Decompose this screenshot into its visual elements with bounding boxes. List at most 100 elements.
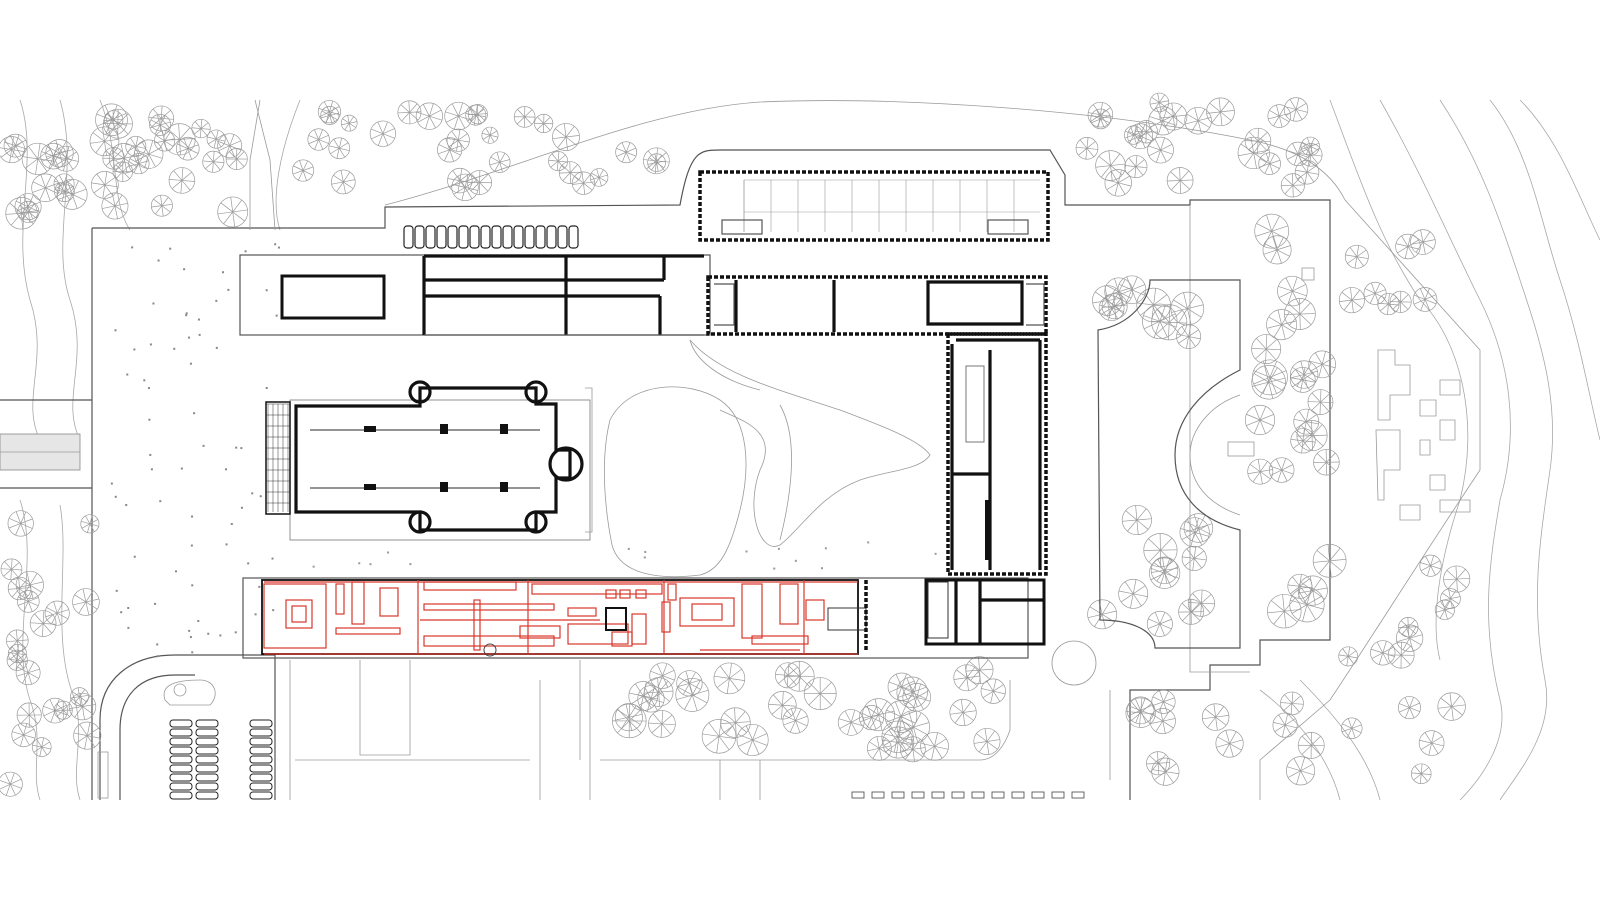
- tree-icon: [1215, 729, 1244, 758]
- tree-icon: [217, 133, 243, 159]
- tree-icon: [16, 702, 42, 728]
- site-boundary: [0, 99, 1481, 800]
- tree-icon: [1297, 575, 1328, 606]
- tree-icon: [206, 129, 226, 149]
- tree-icon: [1387, 641, 1415, 669]
- tree-icon: [1410, 229, 1436, 255]
- tree-icon: [1090, 108, 1111, 130]
- tree-icon: [340, 114, 358, 132]
- tree-icon: [513, 106, 536, 128]
- tree-icon: [1201, 703, 1230, 731]
- tree-icon: [1283, 298, 1316, 330]
- tree-icon: [1117, 275, 1147, 305]
- tree-icon: [102, 147, 125, 170]
- tree-icon: [217, 196, 249, 228]
- tree-icon: [397, 100, 422, 125]
- bike-racks: [851, 791, 1085, 799]
- tree-icon: [5, 197, 38, 230]
- tree-icon: [614, 703, 643, 732]
- tree-icon: [0, 771, 23, 797]
- tree-icon: [11, 722, 36, 748]
- tree-icon: [45, 139, 74, 168]
- tree-icon: [1183, 513, 1214, 543]
- tree-icon: [1299, 143, 1323, 167]
- tree-icon: [649, 662, 676, 689]
- southeast-block: [827, 578, 1097, 686]
- northwest-wing: [239, 254, 711, 336]
- tree-icon: [1148, 106, 1178, 136]
- tree-icon: [980, 678, 1006, 704]
- tree-icon: [1307, 389, 1334, 415]
- tree-icon: [489, 151, 511, 173]
- tree-icon: [1125, 697, 1156, 728]
- tree-icon: [1363, 281, 1387, 305]
- tree-icon: [369, 120, 397, 147]
- tree-icon: [31, 173, 60, 203]
- tree-icon: [0, 136, 26, 164]
- tree-icon: [17, 590, 40, 613]
- tree-icon: [168, 167, 196, 194]
- tree-icon: [1397, 696, 1421, 720]
- south-street: [289, 660, 1011, 800]
- tree-icon: [1285, 141, 1310, 167]
- north-building: [698, 170, 1050, 242]
- tree-icon: [548, 151, 569, 172]
- tree-icon: [1087, 599, 1118, 630]
- tree-icon: [447, 167, 473, 194]
- tree-icon: [1370, 640, 1396, 666]
- tree-icon: [56, 178, 88, 210]
- tree-icon: [1247, 458, 1274, 485]
- parking-lot: [97, 654, 276, 800]
- tree-icon: [1258, 152, 1281, 175]
- tree-icon: [1440, 588, 1461, 609]
- tree-icon: [7, 644, 27, 664]
- tree-icon: [1181, 545, 1207, 571]
- tree-icon: [1266, 309, 1298, 341]
- tree-icon: [1146, 610, 1173, 637]
- tree-icon: [887, 672, 916, 701]
- tree-icon: [225, 148, 248, 171]
- tree-icon: [1437, 692, 1466, 721]
- tree-icon: [1338, 287, 1365, 314]
- tree-icon: [1289, 587, 1325, 623]
- tree-icon: [73, 721, 102, 750]
- tree-icon: [328, 137, 351, 160]
- tree-icon: [896, 676, 928, 708]
- tree-icon: [1166, 167, 1194, 194]
- tree-icon: [1148, 557, 1181, 589]
- tree-icon: [1377, 293, 1400, 316]
- tree-icon: [1313, 449, 1340, 476]
- tree-icon: [446, 128, 470, 152]
- plaza-texture: [110, 243, 937, 658]
- tree-icon: [701, 719, 737, 754]
- tree-icon: [783, 660, 815, 692]
- tree-icon: [1075, 137, 1099, 160]
- tree-icon: [1341, 717, 1363, 740]
- tree-icon: [1244, 404, 1276, 436]
- plaza: [603, 339, 931, 578]
- tree-icon: [736, 723, 769, 756]
- tree-icon: [775, 662, 801, 689]
- trees: [0, 92, 1471, 797]
- tree-icon: [1338, 646, 1359, 667]
- tree-icon: [1176, 324, 1202, 350]
- tree-icon: [163, 123, 196, 156]
- tree-icon: [973, 727, 1001, 755]
- tree-icon: [1267, 593, 1302, 629]
- tree-icon: [1267, 104, 1292, 128]
- tree-icon: [643, 147, 670, 175]
- tree-icon: [1104, 169, 1132, 197]
- tree-icon: [648, 710, 676, 738]
- tree-icon: [1237, 136, 1270, 170]
- tree-icon: [782, 707, 809, 734]
- church: [265, 380, 593, 541]
- tree-icon: [1410, 763, 1432, 785]
- tree-icon: [949, 698, 977, 727]
- tree-icon: [1254, 213, 1290, 249]
- tree-icon: [1170, 291, 1205, 326]
- tree-icon: [675, 677, 710, 712]
- tree-icon: [571, 171, 596, 195]
- tree-icon: [101, 192, 129, 220]
- tree-icon: [1149, 92, 1170, 113]
- tree-icon: [768, 691, 797, 720]
